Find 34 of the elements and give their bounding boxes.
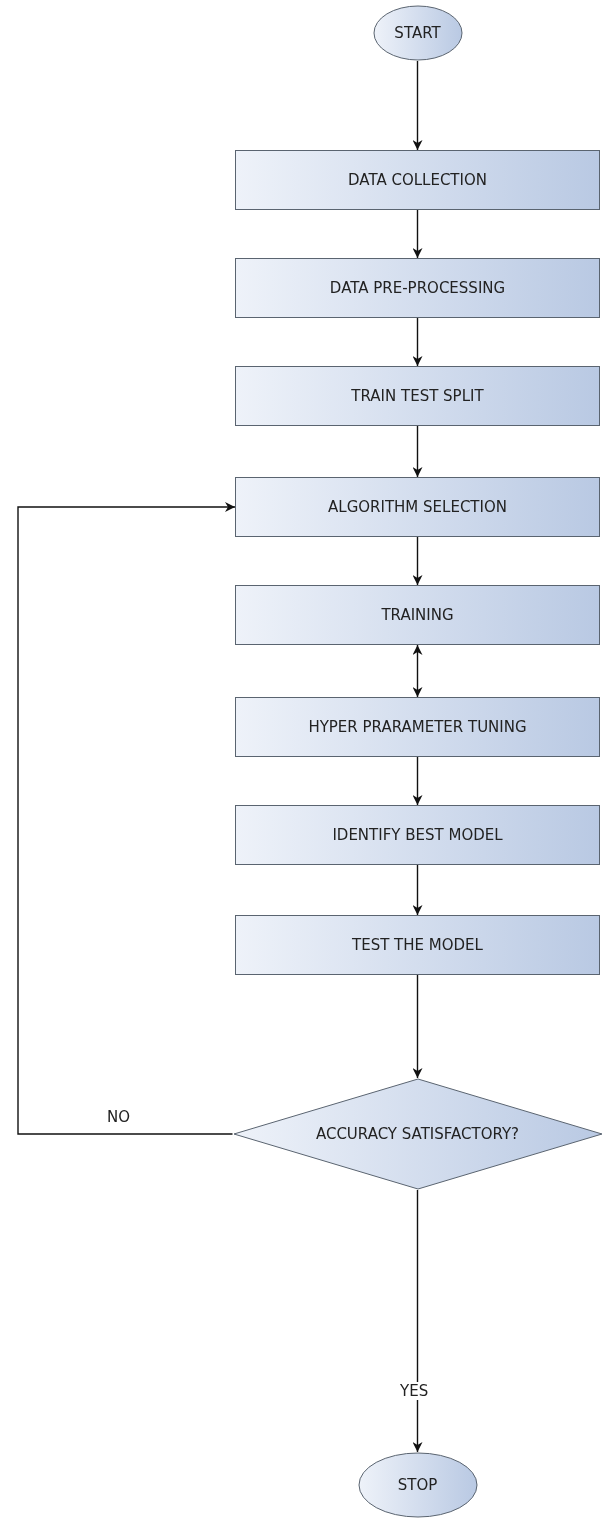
node-label: ACCURACY SATISFACTORY? [315, 1125, 520, 1143]
edge-label: YES [398, 1382, 431, 1400]
arrow [412, 425, 423, 478]
arrow [412, 864, 423, 916]
terminal-oval [357, 1452, 478, 1518]
arrow [412, 756, 423, 806]
node-label: DATA PRE-PROCESSING [329, 279, 506, 297]
process-box [235, 697, 600, 757]
arrow [412, 644, 423, 698]
arrow [412, 60, 423, 151]
node-label: HYPER PRARAMETER TUNING [308, 718, 527, 736]
node-label: ALGORITHM SELECTION [328, 498, 507, 516]
arrow [412, 974, 423, 1079]
process-box [235, 805, 600, 865]
arrow [412, 536, 423, 586]
node-label: TRAINING [381, 606, 454, 624]
node-label: START [394, 24, 441, 42]
arrow [17, 502, 236, 1135]
arrow [412, 1189, 423, 1453]
node-label: IDENTIFY BEST MODEL [332, 826, 503, 844]
decision-diamond [232, 1078, 603, 1190]
process-box [235, 585, 600, 645]
arrow [412, 317, 423, 367]
node-label: TEST THE MODEL [352, 936, 483, 954]
arrow [412, 209, 423, 259]
terminal-oval [372, 5, 463, 61]
node-label: DATA COLLECTION [348, 171, 487, 189]
process-box [235, 258, 600, 318]
process-box [235, 915, 600, 975]
process-box [235, 477, 600, 537]
node-label: STOP [397, 1476, 438, 1494]
node-label: TRAIN TEST SPLIT [351, 387, 484, 405]
process-box [235, 366, 600, 426]
process-box [235, 150, 600, 210]
